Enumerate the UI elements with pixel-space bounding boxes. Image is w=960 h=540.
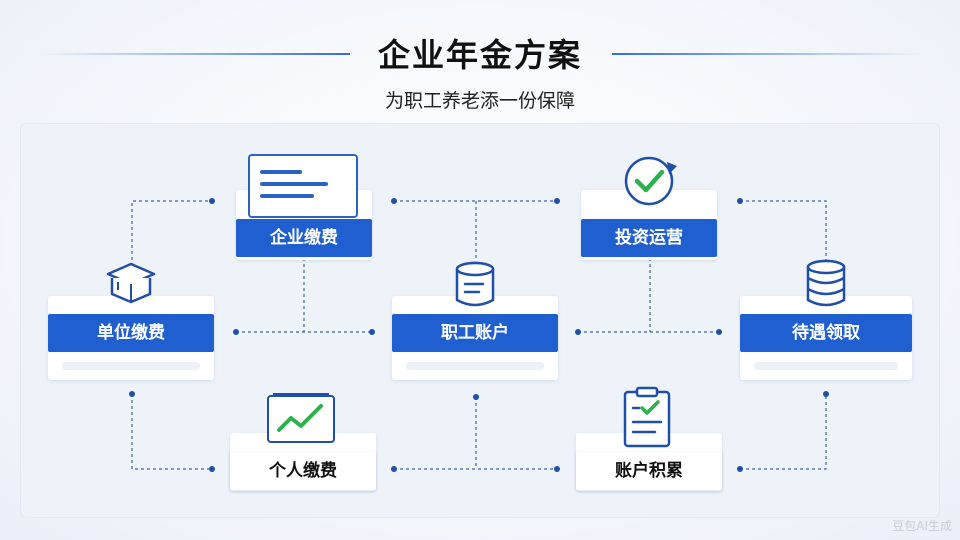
cylinder-icon bbox=[453, 260, 497, 314]
database-icon bbox=[804, 258, 848, 314]
investment-operation-label: 投资运营 bbox=[581, 219, 717, 257]
clipboard-check-icon bbox=[622, 386, 672, 452]
growth-chart-icon bbox=[265, 388, 337, 450]
page-subtitle: 为职工养老添一份保障 bbox=[384, 90, 575, 112]
personal-payment-label: 个人缴费 bbox=[230, 452, 376, 490]
page-title: 企业年金方案 bbox=[377, 36, 582, 74]
benefit-collection-label: 待遇领取 bbox=[740, 314, 912, 352]
title-line-right bbox=[612, 53, 922, 55]
check-cycle-icon bbox=[621, 152, 681, 214]
graduation-box-icon bbox=[104, 258, 158, 310]
title-line-left bbox=[40, 53, 350, 55]
document-icon bbox=[248, 154, 360, 224]
enterprise-payment-label: 企业缴费 bbox=[236, 219, 372, 257]
account-accumulation-label: 账户积累 bbox=[576, 452, 722, 490]
employee-account-label: 职工账户 bbox=[392, 314, 558, 352]
unit-payment-label: 单位缴费 bbox=[48, 314, 214, 352]
watermark: 豆包AI生成 bbox=[892, 519, 952, 533]
